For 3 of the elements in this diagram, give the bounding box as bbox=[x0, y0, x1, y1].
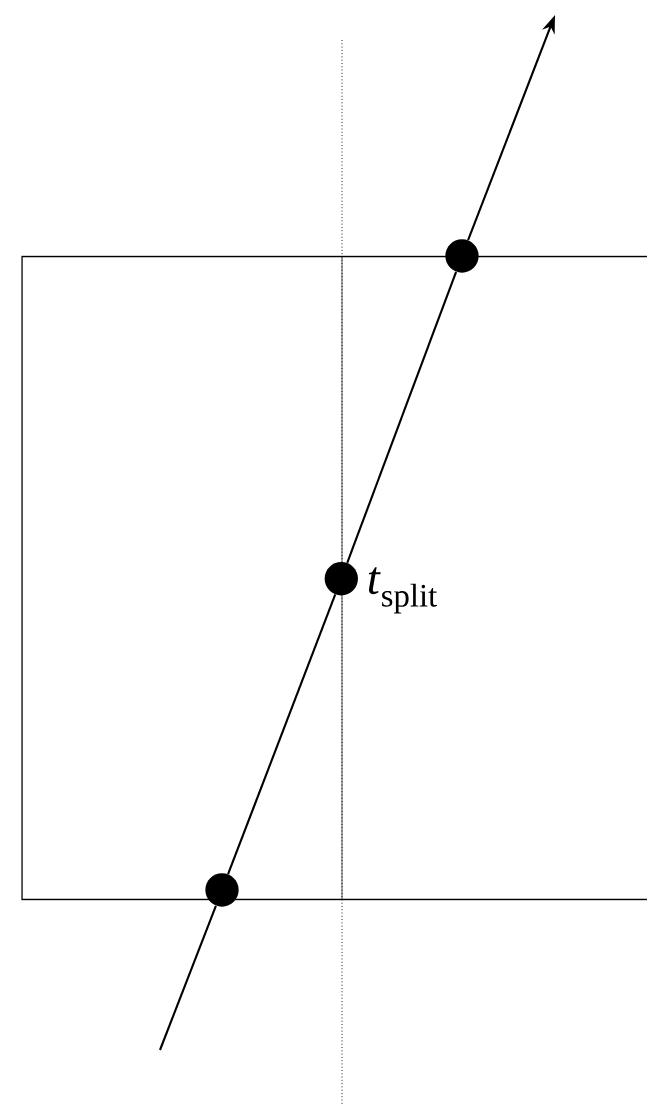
point-label: t$_{split}$ bbox=[368, 567, 438, 614]
dot bbox=[205, 873, 239, 907]
dot bbox=[445, 239, 479, 273]
